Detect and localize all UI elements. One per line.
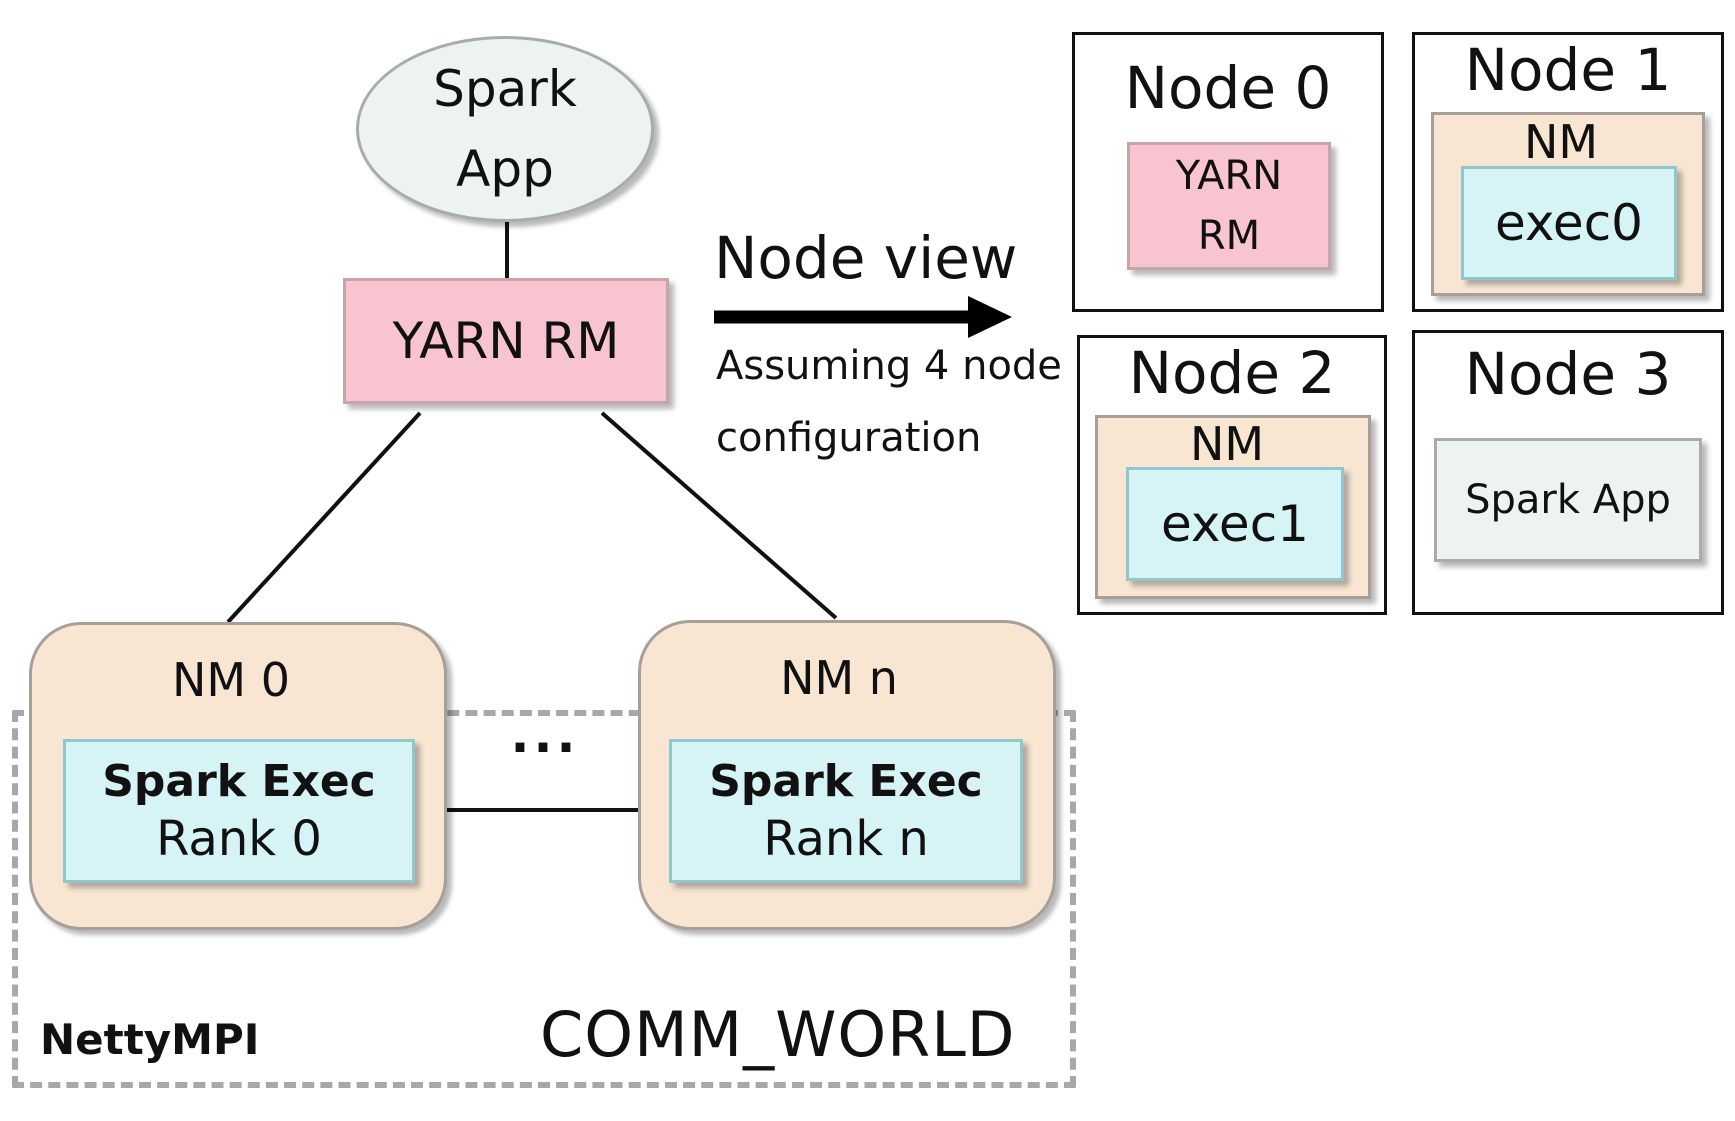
node0-yarn-rm: YARN RM [1127, 142, 1331, 270]
node-view-label: Node view [714, 224, 1018, 292]
yarn-rm-node: YARN RM [343, 278, 669, 404]
assumption-note-line2: configuration [716, 415, 982, 461]
nettympi-region [12, 710, 1076, 1088]
comm-world-label: COMM_WORLD [540, 998, 1016, 1071]
node3-title: Node 3 [1464, 340, 1672, 408]
nmn-label: NM n [780, 651, 898, 705]
node1-nm-label: NM [1523, 115, 1599, 169]
exec-rank0-node: Spark Exec Rank 0 [63, 739, 415, 883]
yarn-rm-label: YARN RM [392, 312, 620, 370]
spark-app-node: Spark App [356, 36, 654, 222]
nettympi-label: NettyMPI [40, 1015, 260, 1064]
exec-rankn-rank: Rank n [763, 811, 929, 867]
node1-exec-label: exec0 [1495, 194, 1643, 252]
spark-app-line1: Spark [433, 60, 577, 118]
nm0-label: NM 0 [172, 653, 290, 707]
assumption-note-line1: Assuming 4 node [716, 343, 1062, 389]
node2-exec1: exec1 [1126, 467, 1344, 581]
node2-exec-label: exec1 [1161, 495, 1309, 553]
spark-app-line2: App [456, 140, 554, 198]
rm-to-nmn-line [600, 411, 838, 620]
node3-spark-app-label: Spark App [1465, 477, 1671, 523]
rm-to-nm0-line [226, 411, 422, 624]
node0-yarn-line1: YARN [1175, 153, 1283, 199]
exec-rank0-rank: Rank 0 [156, 811, 322, 867]
exec-rankn-node: Spark Exec Rank n [669, 739, 1023, 883]
node3-spark-app: Spark App [1434, 438, 1702, 562]
node2-nm-label: NM [1189, 417, 1265, 471]
node0-yarn-line2: RM [1197, 213, 1261, 259]
node2-title: Node 2 [1128, 339, 1336, 407]
node-view-arrowhead [968, 296, 1012, 338]
exec-rankn-title: Spark Exec [709, 756, 983, 807]
node1-title: Node 1 [1464, 36, 1672, 104]
node1-exec0: exec0 [1461, 166, 1677, 280]
node0-title: Node 0 [1124, 54, 1332, 122]
exec-rank0-title: Spark Exec [102, 756, 376, 807]
ellipsis-label: ... [510, 706, 580, 764]
